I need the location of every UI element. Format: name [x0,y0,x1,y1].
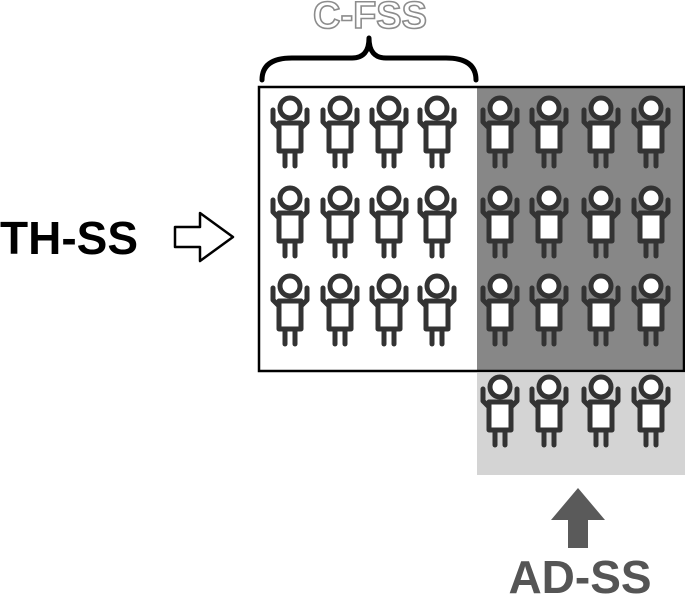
person-arms-raised-icon [273,276,307,344]
th-ss-label: TH-SS [0,212,138,264]
person-arms-raised-icon [323,188,357,256]
solid-up-arrow-icon [551,488,605,548]
person-arms-raised-icon [372,98,406,166]
person-arms-raised-icon [420,98,454,166]
white-block-frame [257,85,685,373]
person-arms-raised-icon [420,188,454,256]
outline-right-arrow-icon [173,211,235,263]
person-arms-raised-icon [372,276,406,344]
c-fss-label: C-FSS [312,0,428,37]
person-arms-raised-icon [420,276,454,344]
ad-ss-label: AD-SS [508,551,652,603]
person-arms-raised-icon [323,98,357,166]
person-arms-raised-icon [323,276,357,344]
curly-brace-icon [259,35,479,83]
person-arms-raised-icon [273,98,307,166]
person-arms-raised-icon [372,188,406,256]
person-arms-raised-icon [273,188,307,256]
